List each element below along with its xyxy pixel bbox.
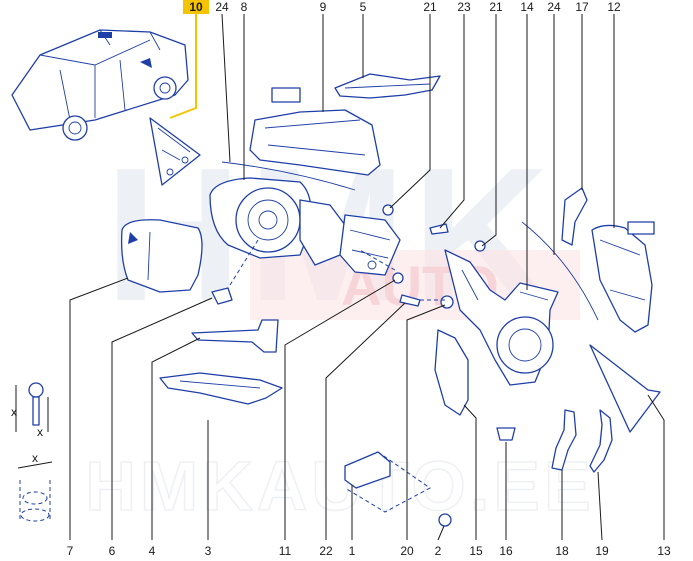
dimension-label-lower: x xyxy=(32,451,38,465)
fasteners-upper xyxy=(382,204,486,309)
leader-lines-bottom xyxy=(69,277,665,541)
callout-bottom-18: 18 xyxy=(555,544,569,558)
dimension-label-upper-2: x xyxy=(37,425,43,439)
callout-bottom-22: 22 xyxy=(319,544,333,558)
highlight-leader xyxy=(169,14,197,119)
part-8-mirror-housing xyxy=(209,177,401,276)
callout-top-5: 5 xyxy=(360,0,367,14)
callout-top-8: 8 xyxy=(241,0,248,14)
part-1-module xyxy=(344,451,431,513)
part-13-trim-triangle xyxy=(589,344,661,433)
part-24-right-seal xyxy=(521,221,599,321)
callout-top-14: 14 xyxy=(520,0,534,14)
part-7-mirror-glass xyxy=(120,219,203,293)
callouts-top: 24 8 9 5 21 23 21 14 24 17 12 xyxy=(215,0,621,14)
callout-top-24a: 24 xyxy=(215,0,229,14)
part-10-trim-triangle xyxy=(149,117,201,186)
leader-lines-top xyxy=(221,13,615,290)
part-17-clip xyxy=(561,187,588,246)
part-24-seal-line xyxy=(221,161,356,191)
callout-number-10: 10 xyxy=(189,0,203,14)
callout-bottom-16: 16 xyxy=(499,544,513,558)
part-3-lower-trim xyxy=(159,372,283,405)
callout-top-9: 9 xyxy=(320,0,327,14)
callout-top-12: 12 xyxy=(607,0,621,14)
callout-top-23: 23 xyxy=(457,0,471,14)
part-6-clip xyxy=(211,287,233,305)
callout-bottom-15: 15 xyxy=(469,544,483,558)
callout-top-21a: 21 xyxy=(423,0,437,14)
part-16-clip xyxy=(496,427,516,441)
callout-bottom-20: 20 xyxy=(400,544,414,558)
part-4-indicator xyxy=(191,319,279,353)
callout-top-21b: 21 xyxy=(489,0,503,14)
callout-bottom-6: 6 xyxy=(109,544,116,558)
dimension-icon-lower: x xyxy=(17,451,53,522)
part-2-screw xyxy=(438,513,452,527)
callout-bottom-2: 2 xyxy=(435,544,442,558)
callouts-bottom: 7 6 4 3 11 22 1 20 2 15 16 18 19 13 xyxy=(67,544,671,558)
dimension-icon-upper: x x xyxy=(11,382,49,439)
callout-bottom-11: 11 xyxy=(279,544,292,558)
callout-top-17: 17 xyxy=(575,0,589,14)
part-19-lamp xyxy=(589,409,613,473)
part-5-trim-strip xyxy=(334,73,441,99)
callout-bottom-1: 1 xyxy=(349,544,356,558)
callout-bottom-7: 7 xyxy=(67,544,74,558)
part-15-glass-right xyxy=(434,329,469,416)
callout-bottom-4: 4 xyxy=(149,544,156,558)
vehicle-thumbnail xyxy=(11,29,189,141)
callout-10-highlight[interactable]: 10 xyxy=(169,0,209,119)
watermark-footer: HMKAUTO.EE xyxy=(85,447,594,525)
callout-bottom-3: 3 xyxy=(205,544,212,558)
dimension-label-upper: x xyxy=(11,405,17,419)
part-14-mirror-base xyxy=(444,249,559,386)
highlight-box xyxy=(183,0,209,14)
callout-bottom-19: 19 xyxy=(595,544,609,558)
assembly-guides xyxy=(229,239,445,301)
part-12-right-cap xyxy=(591,221,655,333)
callout-top-24b: 24 xyxy=(547,0,561,14)
callout-bottom-13: 13 xyxy=(657,544,671,558)
